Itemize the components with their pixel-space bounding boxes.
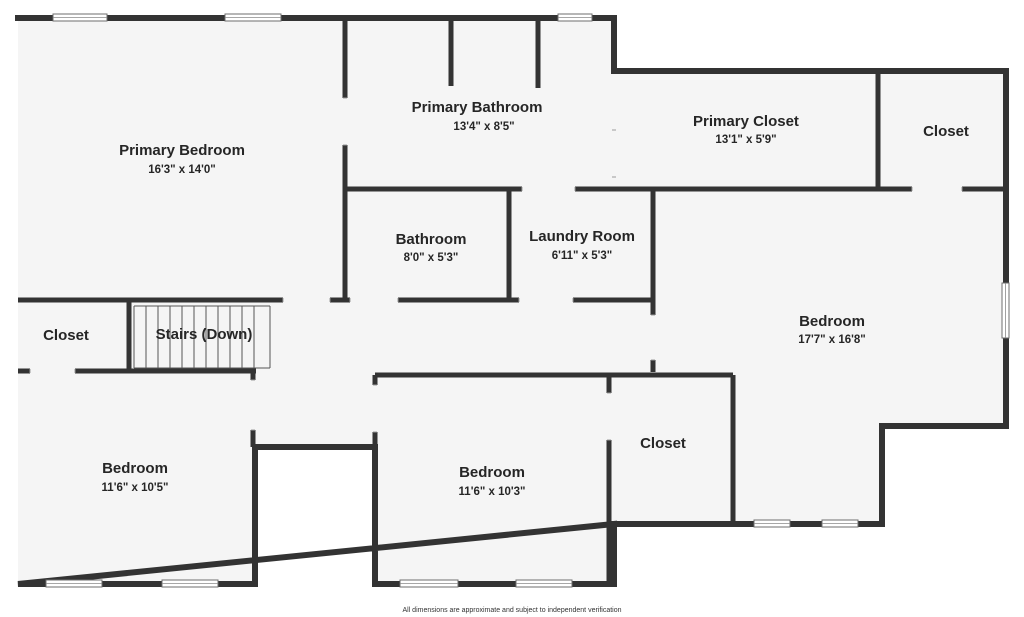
- room-name-bedroom-east: Bedroom: [799, 313, 865, 330]
- room-dims-bathroom: 8'0" x 5'3": [404, 252, 459, 264]
- window: [557, 13, 593, 22]
- window: [45, 579, 103, 588]
- room-name-laundry-room: Laundry Room: [529, 228, 635, 245]
- window: [753, 519, 791, 528]
- window: [52, 13, 108, 22]
- room-name-bathroom: Bathroom: [396, 231, 467, 248]
- room-name-closet-s: Closet: [640, 435, 686, 452]
- window: [224, 13, 282, 22]
- room-dims-laundry-room: 6'11" x 5'3": [552, 250, 613, 262]
- window: [161, 579, 219, 588]
- door-frames: [29, 97, 963, 441]
- room-labels: Primary Bedroom 16'3" x 14'0" Primary Ba…: [43, 99, 969, 498]
- room-dims-bedroom-sw: 11'6" x 10'5": [102, 482, 169, 494]
- room-dims-primary-bathroom: 13'4" x 8'5": [453, 121, 514, 133]
- room-name-primary-bathroom: Primary Bathroom: [412, 99, 543, 116]
- windows: [45, 13, 1010, 588]
- window: [1001, 282, 1010, 339]
- disclaimer-text: All dimensions are approximate and subje…: [402, 607, 621, 614]
- room-dims-primary-closet: 13'1" x 5'9": [715, 134, 776, 146]
- room-dims-bedroom-east: 17'7" x 16'8": [798, 334, 866, 346]
- room-name-primary-bedroom: Primary Bedroom: [119, 142, 245, 159]
- window: [399, 579, 459, 588]
- room-dims-bedroom-s: 11'6" x 10'3": [459, 486, 526, 498]
- stairs-steps: [133, 305, 271, 369]
- room-name-bedroom-s: Bedroom: [459, 464, 525, 481]
- window: [515, 579, 573, 588]
- room-name-stairs: Stairs (Down): [156, 326, 253, 343]
- window: [821, 519, 859, 528]
- room-name-primary-closet: Primary Closet: [693, 113, 799, 130]
- room-name-closet-ne: Closet: [923, 123, 969, 140]
- room-dims-primary-bedroom: 16'3" x 14'0": [148, 164, 216, 176]
- door-openings: [30, 98, 962, 440]
- room-name-closet-w: Closet: [43, 327, 89, 344]
- room-name-bedroom-sw: Bedroom: [102, 460, 168, 477]
